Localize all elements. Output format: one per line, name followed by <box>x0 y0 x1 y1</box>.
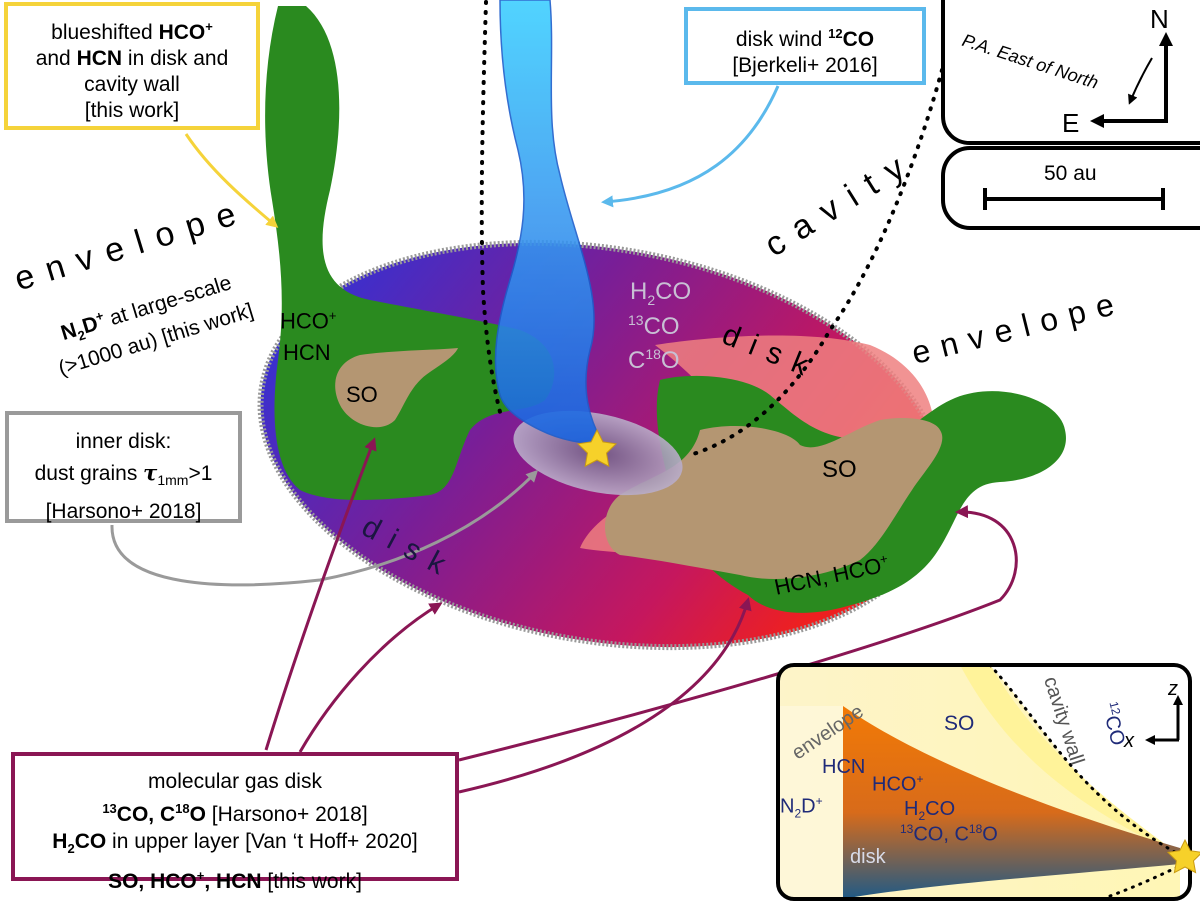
cavity-outline <box>479 0 944 457</box>
molecular-gas-disk-box: molecular gas disk 13CO, C18O [Harsono+ … <box>11 752 459 893</box>
arrow-icon <box>110 85 1018 794</box>
inset-hcn: HCN <box>822 756 866 778</box>
inset-axes <box>1145 695 1183 745</box>
compass-panel <box>941 0 1200 230</box>
hcn-left-label: HCN <box>283 340 331 365</box>
disk-wind-box: disk wind 12CO [Bjerkeli+ 2016] <box>684 7 926 85</box>
inset-h2co: H2CO <box>904 798 956 823</box>
c18o-label: C18O <box>628 346 680 374</box>
inset-axis-z: z <box>1168 678 1178 700</box>
inset-axis-x: x <box>1124 730 1134 752</box>
blueshifted-hco-hcn-box: blueshifted HCO+ and HCN in disk and cav… <box>4 2 260 130</box>
inset-frame <box>776 663 1192 901</box>
so-region-right <box>605 418 943 580</box>
inset-cavity-lower <box>1108 864 1182 898</box>
inset-so: SO <box>944 712 975 735</box>
scale-bar <box>983 188 1165 210</box>
inset-hco: HCO+ <box>872 772 924 796</box>
disk-wind <box>494 0 604 444</box>
inset-cavity-wall <box>988 663 1182 857</box>
east-label: E <box>1062 108 1080 138</box>
so-region-left <box>335 348 458 428</box>
inner-disk-box: inner disk: dust grains τ1mm>1 [Harsono+… <box>5 411 242 523</box>
star-icon <box>576 428 618 468</box>
scale-label: 50 au <box>1044 162 1097 185</box>
inset-isotopologues: 13CO, C18O <box>900 822 998 846</box>
inset-panel <box>778 665 1190 899</box>
hco-left-label: HCO+ <box>280 308 337 334</box>
inset-n2d: N2D+ <box>780 794 823 821</box>
c13o-label: 13CO <box>628 312 680 340</box>
so-right-label: SO <box>822 456 857 483</box>
pa-arrow <box>1128 57 1153 105</box>
so-left-label: SO <box>346 382 378 407</box>
inset-star-icon <box>1166 838 1200 874</box>
inset-disk: disk <box>850 846 886 868</box>
h2co-label: H2CO <box>630 278 692 308</box>
north-label: N <box>1150 4 1169 34</box>
